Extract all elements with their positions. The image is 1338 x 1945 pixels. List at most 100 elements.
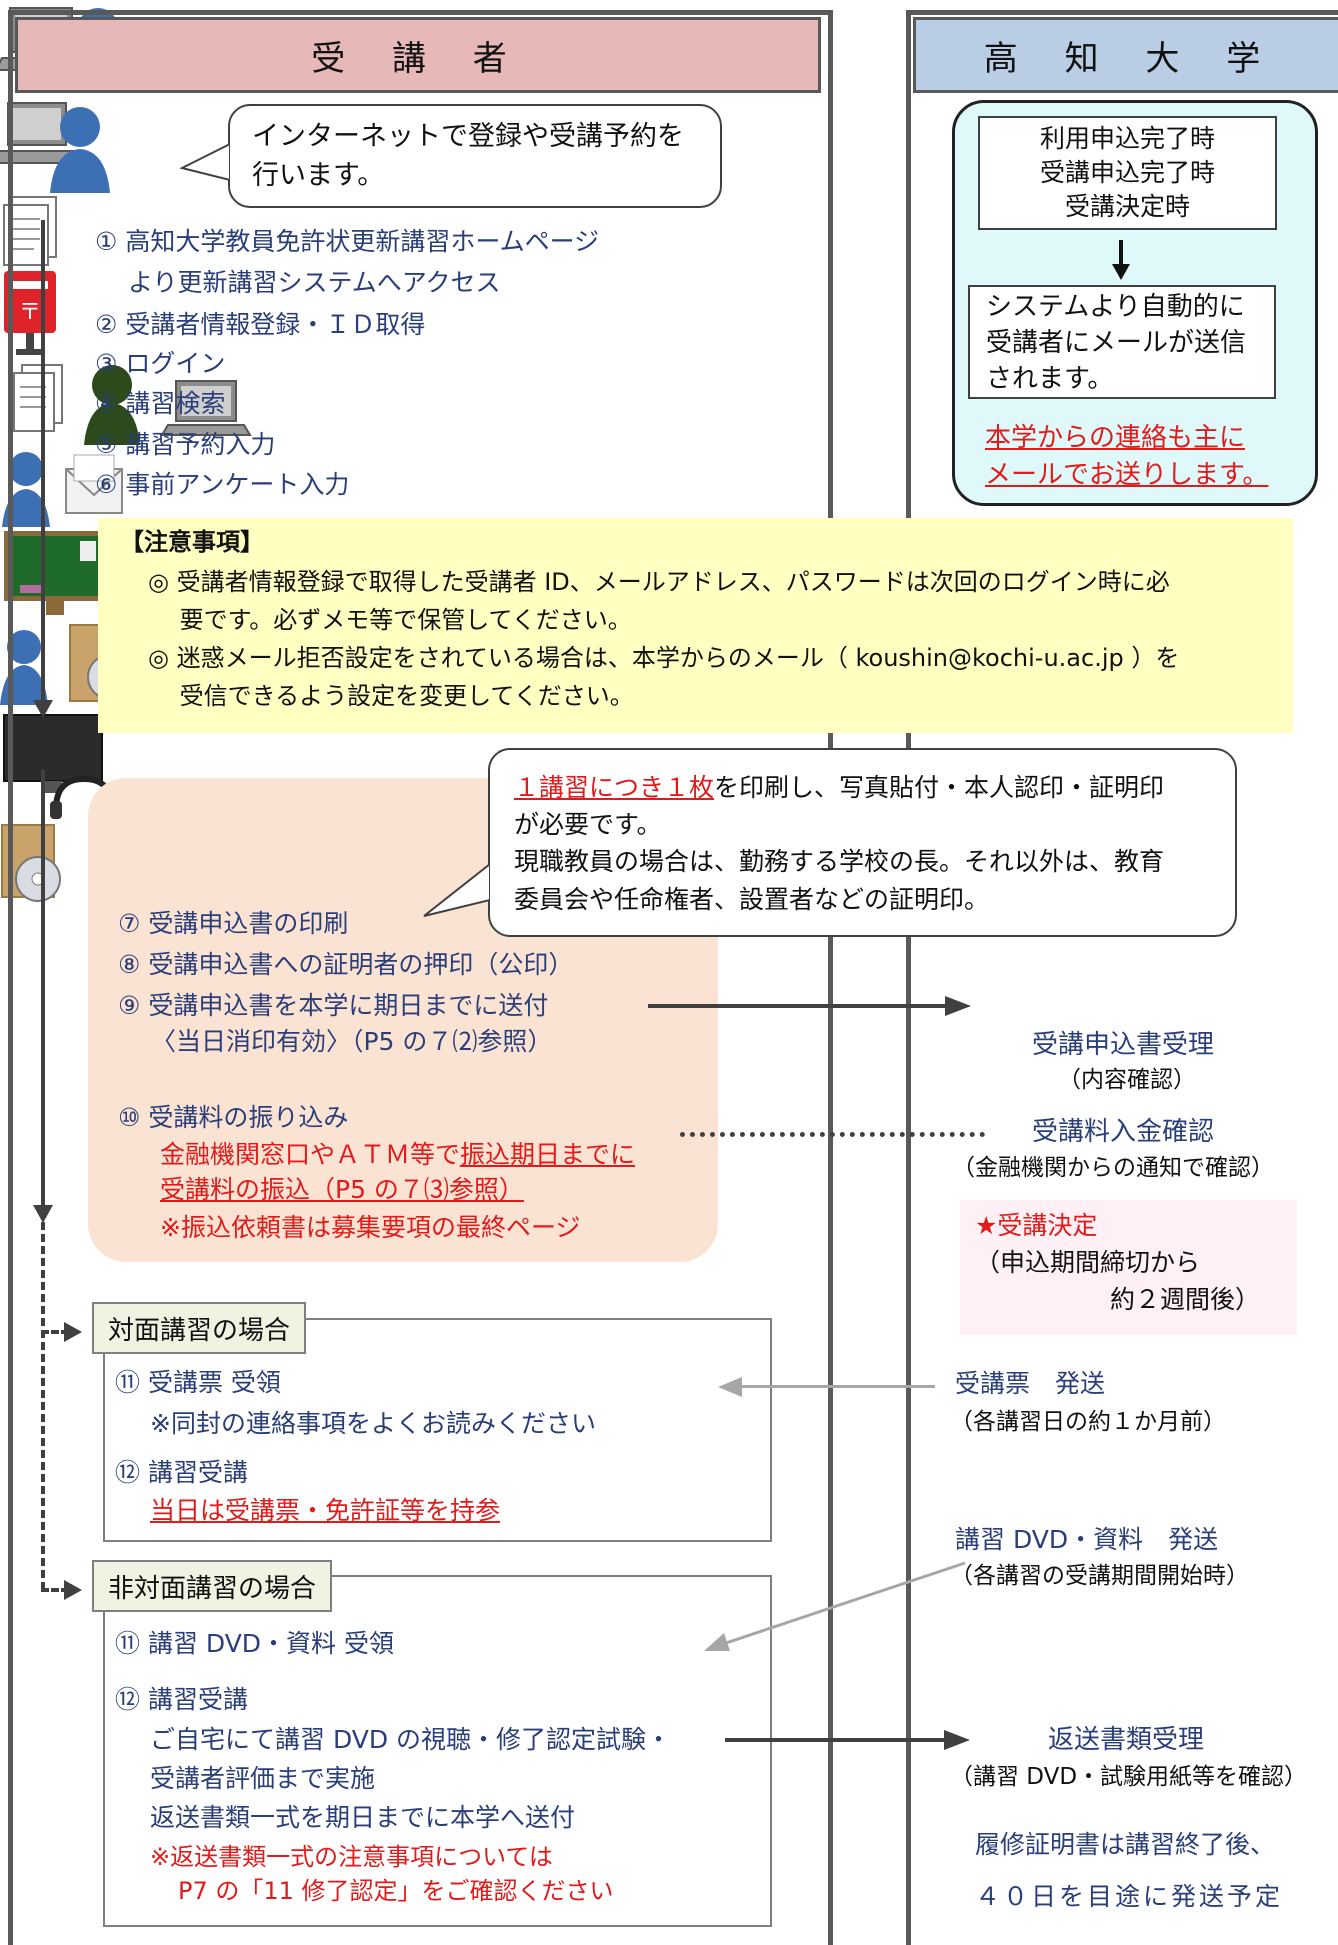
- arrow-submit-head: [945, 996, 971, 1016]
- caution-line3: ◎ 迷惑メール拒否設定をされている場合は、本学からのメール（ koushin@k…: [148, 644, 1180, 672]
- step-10-line1-pre: 金融機関窓口やＡＴＭ等で: [160, 1140, 461, 1169]
- face-step-12: ⑫ 講習受講: [115, 1458, 248, 1487]
- dvd-sub: （各講習の受講期間開始時）: [950, 1563, 1249, 1589]
- flow-line-2: [41, 770, 45, 1212]
- certificate-line2: ４０日を目途に発送予定: [975, 1882, 1284, 1911]
- step-1-cont: より更新講習システムへアクセス: [95, 268, 501, 297]
- step-1: ① 高知大学教員免許状更新講習ホームページ: [95, 227, 600, 256]
- intro-bubble-line2: 行います。: [252, 160, 385, 191]
- remote-line3: 返送書類一式を期日までに本学へ送付: [150, 1803, 576, 1832]
- flow-arrowhead-1: [33, 700, 53, 718]
- step-3: ③ ログイン: [95, 349, 226, 378]
- step-10-line1-deadline: 振込期日までに: [460, 1140, 636, 1169]
- ticket-label: 受講票 発送: [955, 1369, 1106, 1398]
- step-10-line3: ※振込依頼書は募集要項の最終ページ: [160, 1213, 581, 1242]
- right-header: 高 知 大 学: [913, 17, 1338, 93]
- bubble2-line3: 現職教員の場合は、勤務する学校の長。それ以外は、教育: [514, 847, 1165, 876]
- decision-label: ★受講決定: [975, 1211, 1098, 1240]
- arrow-submit-line: [648, 1004, 948, 1008]
- intro-bubble-line1: インターネットで登録や受講予約を: [252, 121, 684, 152]
- remote-note1: ※返送書類一式の注意事項については: [150, 1843, 553, 1871]
- application-bubble-tail: [423, 861, 496, 917]
- remote-line1: ご自宅にて講習 DVD の視聴・修了認定試験・: [150, 1725, 672, 1754]
- auto-mail-line3: されます。: [986, 364, 1114, 394]
- application-speech-bubble: [488, 748, 1237, 937]
- decision-sub2: 約２週間後）: [1110, 1285, 1261, 1314]
- bubble2-line4: 委員会や任命権者、設置者などの証明印。: [514, 885, 990, 914]
- bubble2-red-part: １講習につき１枚: [514, 773, 715, 802]
- step-4: ④ 講習検索: [95, 389, 226, 418]
- down-arrow: [1112, 240, 1130, 280]
- certificate-line1: 履修証明書は講習終了後、: [975, 1830, 1276, 1859]
- payment-label: 受講料入金確認: [1032, 1117, 1215, 1147]
- caution-title: 【注意事項】: [120, 528, 264, 556]
- caution-box: [98, 518, 1293, 733]
- caution-line4: 受信できるよう設定を変更してください。: [148, 682, 634, 710]
- return-sub: （講習 DVD・試験用紙等を確認）: [950, 1764, 1308, 1790]
- flow-dashed-branch: [41, 1222, 45, 1590]
- receipt-sub: （内容確認）: [1058, 1067, 1196, 1093]
- receipt-label: 受講申込書受理: [1032, 1030, 1215, 1060]
- arrow-ticket-line: [740, 1385, 935, 1388]
- branch-dash-remote: [41, 1588, 69, 1592]
- flow-line-1: [41, 220, 45, 710]
- return-label: 返送書類受理: [1048, 1725, 1205, 1755]
- mail-note-line2: メールでお送りします。: [985, 460, 1269, 490]
- face-step-11: ⑪ 受講票 受領: [115, 1368, 281, 1397]
- remote-step-11: ⑪ 講習 DVD・資料 受領: [115, 1629, 395, 1658]
- remote-course-tag: 非対面講習の場合: [92, 1560, 333, 1612]
- left-column-frame: [8, 10, 833, 1945]
- arrow-ticket-head: [718, 1377, 742, 1397]
- flow-arrowhead-2: [33, 1205, 53, 1223]
- remote-course-box: [103, 1575, 772, 1927]
- face-course-box: [103, 1318, 772, 1542]
- step-10-line1: 金融機関窓口やＡＴＭ等で振込期日までに: [160, 1135, 635, 1175]
- bubble2-line1-rest: を印刷し、写真貼付・本人認印・証明印: [714, 773, 1165, 802]
- remote-note2: P7 の「11 修了認定」をご確認ください: [178, 1877, 614, 1905]
- remote-step-12: ⑫ 講習受講: [115, 1685, 248, 1714]
- intro-speech-bubble: [228, 104, 722, 208]
- face-step-12-note: 当日は受講票・免許証等を持参: [150, 1496, 501, 1525]
- step-5: ⑤ 講習予約入力: [95, 430, 276, 459]
- branch-dash-face: [41, 1330, 69, 1334]
- auto-mail-line2: 受講者にメールが送信: [986, 328, 1247, 358]
- face-course-tag: 対面講習の場合: [92, 1302, 307, 1354]
- dvd-label: 講習 DVD・資料 発送: [955, 1525, 1219, 1554]
- bubble2-line1: １講習につき１枚を印刷し、写真貼付・本人認印・証明印: [514, 768, 1164, 808]
- step-6: ⑥ 事前アンケート入力: [95, 470, 350, 499]
- left-header: 受 講 者: [15, 17, 821, 93]
- step-2: ② 受講者情報登録・ＩＤ取得: [95, 310, 426, 339]
- arrow-dvd: [704, 1561, 966, 1651]
- remote-line2: 受講者評価まで実施: [150, 1764, 376, 1793]
- step-9: ⑨ 受講申込書を本学に期日までに送付: [118, 991, 549, 1020]
- mail-note-line1: 本学からの連絡も主に: [985, 423, 1246, 453]
- intro-bubble-tail: [179, 142, 236, 182]
- auto-mail-box: システムより自動的に 受講者にメールが送信 されます。: [968, 285, 1276, 399]
- laptop-person-icon: [0, 95, 1338, 195]
- svg-text:〒: 〒: [19, 300, 41, 325]
- step-10: ⑩ 受講料の振り込み: [118, 1103, 349, 1132]
- step-7: ⑦ 受講申込書の印刷: [118, 909, 349, 938]
- bubble2-line2: が必要です。: [514, 810, 662, 839]
- person-envelope-icon: [0, 449, 1338, 529]
- branch-arrow-remote: [64, 1580, 82, 1600]
- arrow-return-line: [725, 1738, 945, 1742]
- auto-mail-line1: システムより自動的に: [986, 292, 1245, 322]
- trigger-event-1: 利用申込完了時: [1039, 124, 1215, 153]
- payment-sub: （金融機関からの通知で確認）: [952, 1155, 1274, 1181]
- decision-sub1: （申込期間締切から: [975, 1248, 1201, 1277]
- ticket-sub: （各講習日の約１か月前）: [950, 1409, 1226, 1435]
- trigger-event-2: 受講申込完了時: [1039, 158, 1215, 187]
- step-10-line2: 受講料の振込（P5 の７⑶参照）: [160, 1175, 524, 1204]
- documents-person-laptop-icon: [0, 359, 1338, 449]
- dotted-payment-line: [680, 1132, 985, 1137]
- decision-box: [960, 1200, 1297, 1335]
- face-step-11-note: ※同封の連絡事項をよくお読みください: [150, 1409, 596, 1438]
- caution-line2: 要です。必ずメモ等で保管してください。: [148, 606, 632, 634]
- step-8: ⑧ 受講申込書への証明者の押印（公印）: [118, 950, 574, 979]
- arrow-return-head: [944, 1730, 970, 1750]
- blackboard-icon: [0, 529, 1338, 617]
- trigger-events-box: 利用申込完了時 受講申込完了時 受講決定時: [978, 116, 1277, 230]
- branch-arrow-face: [64, 1322, 82, 1342]
- step-9-cont: 〈当日消印有効〉（P5 の７⑵参照）: [118, 1027, 553, 1056]
